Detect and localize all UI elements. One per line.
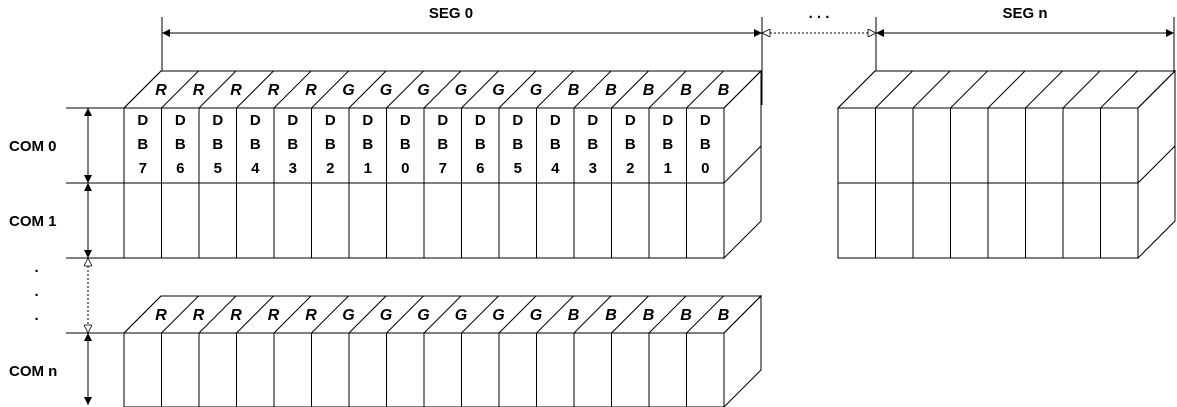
data-bit-label: B	[587, 136, 598, 153]
channel-letter: B	[568, 307, 580, 324]
channel-letter: R	[305, 82, 317, 99]
data-bit-label: D	[437, 112, 448, 129]
channel-letter: G	[492, 82, 504, 99]
channel-letter: B	[680, 307, 692, 324]
com-ellipsis-dot: ·	[35, 263, 40, 280]
data-bit-label: 6	[176, 160, 184, 177]
segn-block	[836, 69, 1177, 260]
data-bit-label: B	[325, 136, 336, 153]
channel-letter: B	[643, 82, 655, 99]
data-bit-label: B	[250, 136, 261, 153]
data-bit-label: B	[475, 136, 486, 153]
channel-letter: B	[568, 82, 580, 99]
channel-letter: R	[230, 307, 242, 324]
data-bit-label: D	[662, 112, 673, 129]
channel-letter: G	[342, 82, 354, 99]
data-bit-label: D	[700, 112, 711, 129]
data-bit-label: B	[362, 136, 373, 153]
channel-letter: R	[155, 307, 167, 324]
com-row-arrows	[66, 107, 124, 405]
data-bit-label: 2	[626, 160, 634, 177]
data-bit-label: D	[175, 112, 186, 129]
data-bit-label: 3	[589, 160, 597, 177]
data-bit-label: 3	[289, 160, 297, 177]
data-bit-label: D	[587, 112, 598, 129]
data-bit-label: D	[137, 112, 148, 129]
channel-letter: B	[605, 82, 617, 99]
channel-letter: B	[718, 82, 730, 99]
data-bit-label: D	[625, 112, 636, 129]
channel-letter: G	[380, 307, 392, 324]
com1-label: COM 1	[9, 213, 57, 230]
data-bit-label: 4	[551, 160, 560, 177]
data-bit-label: 7	[139, 160, 147, 177]
channel-letter: G	[530, 307, 542, 324]
channel-letter: G	[455, 307, 467, 324]
channel-letter: G	[417, 307, 429, 324]
data-bit-label: B	[550, 136, 561, 153]
data-bit-label: 0	[701, 160, 709, 177]
data-bit-label: D	[287, 112, 298, 129]
channel-letter: G	[380, 82, 392, 99]
channel-letter: G	[342, 307, 354, 324]
com0-label: COM 0	[9, 138, 57, 155]
channel-letter: R	[230, 82, 242, 99]
data-bit-label: B	[700, 136, 711, 153]
data-bit-label: B	[625, 136, 636, 153]
channel-letter: B	[605, 307, 617, 324]
comn-label: COM n	[9, 363, 57, 380]
data-bit-label: B	[400, 136, 411, 153]
data-bit-label: 5	[214, 160, 222, 177]
channel-letter: B	[718, 307, 730, 324]
channel-letter: R	[193, 307, 205, 324]
data-bit-label: D	[250, 112, 261, 129]
data-bit-label: 1	[364, 160, 372, 177]
data-bit-label: B	[212, 136, 223, 153]
data-bit-label: B	[662, 136, 673, 153]
data-bit-label: B	[437, 136, 448, 153]
com-ellipsis-dot: ·	[35, 311, 40, 328]
channel-letter: B	[680, 82, 692, 99]
channel-letter: R	[193, 82, 205, 99]
data-bit-label: 1	[664, 160, 672, 177]
channel-letter: R	[305, 307, 317, 324]
channel-letter: R	[268, 82, 280, 99]
data-bit-label: 2	[326, 160, 334, 177]
data-bit-label: 7	[439, 160, 447, 177]
channel-letter: G	[455, 82, 467, 99]
data-bit-label: D	[362, 112, 373, 129]
data-bit-label: B	[287, 136, 298, 153]
segn-span-arrow	[875, 17, 1175, 72]
seg0-label: SEG 0	[429, 5, 473, 22]
channel-letter: R	[155, 82, 167, 99]
channel-letter: G	[492, 307, 504, 324]
com-ellipsis-dot: ·	[35, 287, 40, 304]
data-bit-label: D	[512, 112, 523, 129]
data-bit-label: 5	[514, 160, 522, 177]
data-bit-label: B	[175, 136, 186, 153]
data-bit-label: 4	[251, 160, 260, 177]
segn-label: SEG n	[1002, 5, 1047, 22]
data-bit-label: B	[512, 136, 523, 153]
data-bit-label: B	[137, 136, 148, 153]
segment-ellipsis: . . .	[809, 5, 830, 22]
data-bit-label: 6	[476, 160, 484, 177]
channel-letter: R	[268, 307, 280, 324]
data-bit-label: D	[475, 112, 486, 129]
data-bit-label: D	[325, 112, 336, 129]
data-bit-label: D	[212, 112, 223, 129]
channel-letter: G	[417, 82, 429, 99]
data-bit-label: 0	[401, 160, 409, 177]
data-bit-label: D	[400, 112, 411, 129]
channel-letter: B	[643, 307, 655, 324]
data-bit-label: D	[550, 112, 561, 129]
channel-letter: G	[530, 82, 542, 99]
